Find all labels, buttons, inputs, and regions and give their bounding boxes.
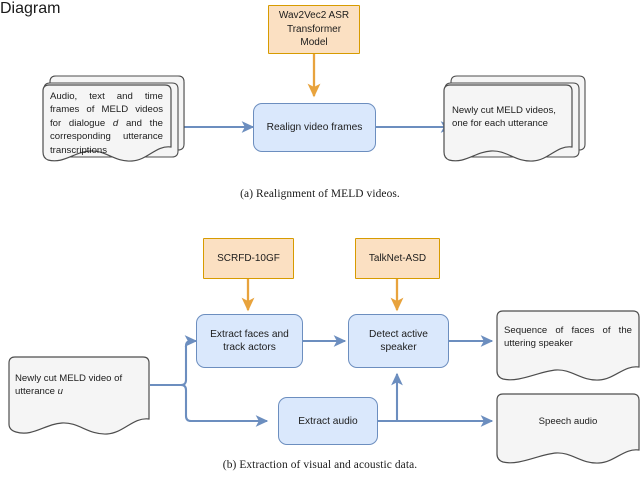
process-box-extract-faces-line2: track actors [223, 342, 276, 353]
process-box-realign-label: Realign video frames [266, 122, 363, 133]
document-input-utterance-shape [8, 356, 150, 435]
model-box-wav2vec[interactable]: Wav2Vec2 ASR Transformer Model [268, 5, 360, 54]
document-output-speech-audio-text: Speech audio [538, 416, 598, 427]
document-input-utterance[interactable]: Newly cut MELD video of utterance u [2, 350, 152, 435]
process-box-realign-video-frames[interactable]: Realign video frames [253, 103, 376, 152]
document-output-speech-audio-shape [496, 393, 640, 464]
caption-subfigure-b: (b) Extraction of visual and acoustic da… [222, 459, 418, 471]
process-box-extract-faces[interactable]: Extract faces and track actors [196, 314, 303, 368]
document-stack-input-text: Audio, text and time frames of MELD vide… [50, 91, 163, 156]
document-output-face-sequence-text: Sequence of faces of the uttering speake… [504, 325, 632, 350]
document-output-speech-audio[interactable]: Speech audio [492, 389, 640, 464]
process-box-extract-audio[interactable]: Extract audio [278, 397, 378, 445]
model-box-talknet[interactable]: TalkNet-ASD [355, 238, 440, 279]
model-box-wav2vec-line1: Wav2Vec2 ASR [278, 10, 350, 22]
wire-input-to-extract-faces [175, 335, 198, 387]
process-box-detect-speaker-line2: speaker [380, 342, 417, 353]
document-input-utterance-text: Newly cut MELD video of utterance u [15, 373, 123, 398]
document-stack-output-text: Newly cut MELD videos, one for each utte… [452, 105, 556, 130]
document-stack-input-meld[interactable]: Audio, text and time frames of MELD vide… [36, 68, 185, 162]
document-output-face-sequence[interactable]: Sequence of faces of the uttering speake… [492, 306, 640, 381]
document-output-face-sequence-shape [496, 310, 640, 381]
document-stack-input-shape [42, 75, 185, 162]
document-stack-output-meld[interactable]: Newly cut MELD videos, one for each utte… [431, 68, 586, 162]
model-box-scrfd[interactable]: SCRFD-10GF [203, 238, 294, 279]
process-box-extract-audio-label: Extract audio [298, 415, 358, 427]
process-box-extract-faces-line1: Extract faces and [210, 329, 289, 340]
model-box-talknet-label: TalkNet-ASD [368, 252, 427, 264]
model-box-scrfd-label: SCRFD-10GF [217, 252, 280, 264]
model-box-wav2vec-line2: Transformer Model [286, 23, 342, 49]
caption-subfigure-a: (a) Realignment of MELD videos. [240, 188, 400, 200]
wire-input-to-extract-audio [175, 383, 269, 427]
process-box-detect-active-speaker[interactable]: Detect active speaker [348, 314, 449, 368]
document-stack-output-shape [443, 75, 586, 162]
process-box-detect-speaker-line1: Detect active [369, 329, 428, 340]
